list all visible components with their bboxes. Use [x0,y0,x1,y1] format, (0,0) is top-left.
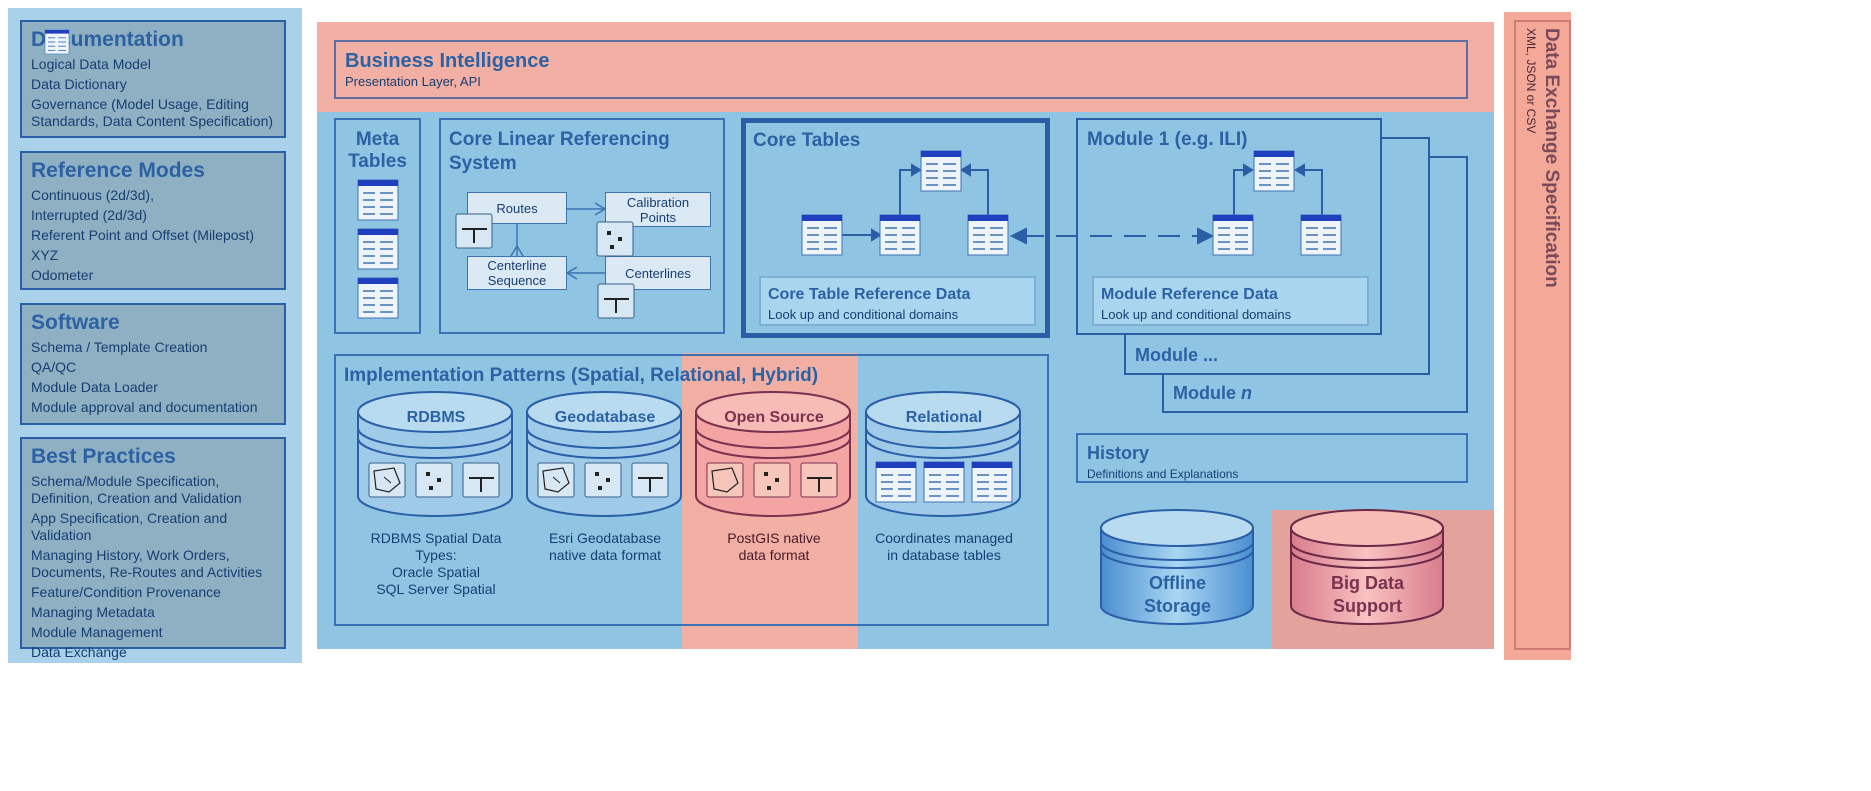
big-data-label-overlay: Big Data Support [1290,572,1445,618]
core-tables-box: Core Tables [741,118,1050,338]
open-source-desc: PostGIS native data format [694,530,854,564]
documentation-item: Governance (Model Usage, Editing Standar… [31,96,274,129]
documentation-box: Documentation Logical Data Model Data Di… [20,20,286,138]
centerlines-label: Centerlines [625,265,691,281]
history-title: History [1087,443,1150,463]
centerline-seq-label-1: Centerline [487,258,547,273]
reference-modes-box: Reference Modes Continuous (2d/3d), Inte… [20,151,286,290]
history-subtitle: Definitions and Explanations [1087,467,1239,481]
core-tables-title: Core Tables [753,130,861,151]
bigdata-overlay-line-2: Support [1333,596,1402,616]
relational-desc-line: in database tables [887,547,1001,563]
core-ref-box: Core Table Reference Data Look up and co… [759,276,1036,326]
best-practices-item: Data Exchange [31,644,127,660]
best-practices-item: Module Management [31,624,163,640]
bi-box: Business Intelligence Presentation Layer… [334,40,1468,99]
cylinder-label-rdbms-overlay: RDBMS [406,409,466,426]
rdbms-desc-line: Types: [415,547,457,563]
relational-desc-line: Coordinates managed [875,530,1013,546]
lrs-title-line1: Core Linear Referencing [449,129,670,150]
lrs-box: Core Linear Referencing System [439,118,725,334]
bigdata-overlay-line-1: Big Data [1330,573,1404,593]
software-item: Schema / Template Creation [31,339,208,355]
rdbms-desc: RDBMS Spatial Data Types: Oracle Spatial… [356,530,516,598]
reference-modes-item: Referent Point and Offset (Milepost) [31,227,255,243]
core-ref-subtitle: Look up and conditional domains [768,307,959,322]
best-practices-item: Managing History, Work Orders, Documents… [31,547,263,580]
offline-storage-label-overlay: Offline Storage [1100,572,1255,618]
reference-modes-title: Reference Modes [31,159,205,182]
offline-overlay-line-1: Offline [1149,573,1206,593]
software-item: Module Data Loader [31,379,158,395]
centerline-sequence-entity: Centerline Sequence [467,256,567,290]
offline-overlay-line-2: Storage [1143,596,1212,616]
software-box: Software Schema / Template Creation QA/Q… [20,303,286,425]
cylinder-label-open-source-overlay: Open Source [724,409,824,426]
module-ref-box: Module Reference Data Look up and condit… [1092,276,1369,326]
bi-subtitle: Presentation Layer, API [345,74,481,89]
module-n-title: Module n [1173,383,1252,404]
rdbms-desc-line: Oracle Spatial [392,564,480,580]
module-n-italic: n [1241,383,1252,403]
relational-desc: Coordinates managed in database tables [864,530,1024,564]
open-source-desc-line: PostGIS native [727,530,821,546]
meta-title-line1: Meta [355,129,400,150]
centerlines-entity: Centerlines [605,256,711,290]
rdbms-desc-line: SQL Server Spatial [376,581,496,597]
rdbms-desc-line: RDBMS Spatial Data [370,530,502,546]
module1-title: Module 1 (e.g. ILI) [1087,129,1248,150]
software-item: QA/QC [31,359,77,375]
software-title: Software [31,311,120,334]
lrs-title-line2: System [449,153,517,174]
routes-entity: Routes [467,192,567,224]
reference-modes-item: XYZ [31,247,59,263]
meta-tables-box: Meta Tables [334,118,421,334]
software-item: Module approval and documentation [31,399,258,415]
best-practices-item: Schema/Module Specification, Definition,… [31,473,242,506]
bi-title: Business Intelligence [345,50,550,72]
geodatabase-desc-line: Esri Geodatabase [548,530,662,546]
best-practices-box: Best Practices Schema/Module Specificati… [20,437,286,660]
routes-label: Routes [496,200,538,216]
best-practices-item: Feature/Condition Provenance [31,584,221,600]
cylinder-label-geodatabase-overlay: Geodatabase [554,409,656,426]
best-practices-item: App Specification, Creation and Validati… [31,510,228,543]
calibration-points-entity: Calibration Points [605,192,711,227]
documentation-title: Documentation [31,28,184,51]
module-more-title: Module ... [1135,345,1218,365]
reference-modes-item: Interrupted (2d/3d) [31,207,147,223]
core-ref-title: Core Table Reference Data [768,286,971,303]
calibration-label-1: Calibration [626,194,690,210]
centerline-seq-label-2: Sequence [487,273,547,288]
module-n-prefix: Module [1173,383,1241,403]
reference-modes-item: Continuous (2d/3d), [31,187,154,203]
impl-title: Implementation Patterns (Spatial, Relati… [344,365,819,386]
history-box: History Definitions and Explanations [1076,433,1468,483]
module-ref-title: Module Reference Data [1101,286,1278,303]
meta-title-line2: Tables [348,151,407,172]
exchange-box [1514,20,1571,650]
calibration-label-2: Points [639,209,677,225]
documentation-item: Logical Data Model [31,56,151,72]
geodatabase-desc: Esri Geodatabase native data format [525,530,685,564]
exchange-subtitle: XML, JSON or CSV [1524,28,1538,134]
documentation-item: Data Dictionary [31,76,127,92]
exchange-title: Data Exchange Specification [1541,28,1562,288]
best-practices-title: Best Practices [31,445,176,468]
geodatabase-desc-line: native data format [548,547,662,563]
cylinder-label-relational-overlay: Relational [905,409,983,426]
reference-modes-item: Odometer [31,267,94,283]
best-practices-item: Managing Metadata [31,604,155,620]
open-source-desc-line: data format [738,547,810,563]
module-ref-subtitle: Look up and conditional domains [1101,307,1292,322]
impl-box: Implementation Patterns (Spatial, Relati… [334,354,1049,626]
